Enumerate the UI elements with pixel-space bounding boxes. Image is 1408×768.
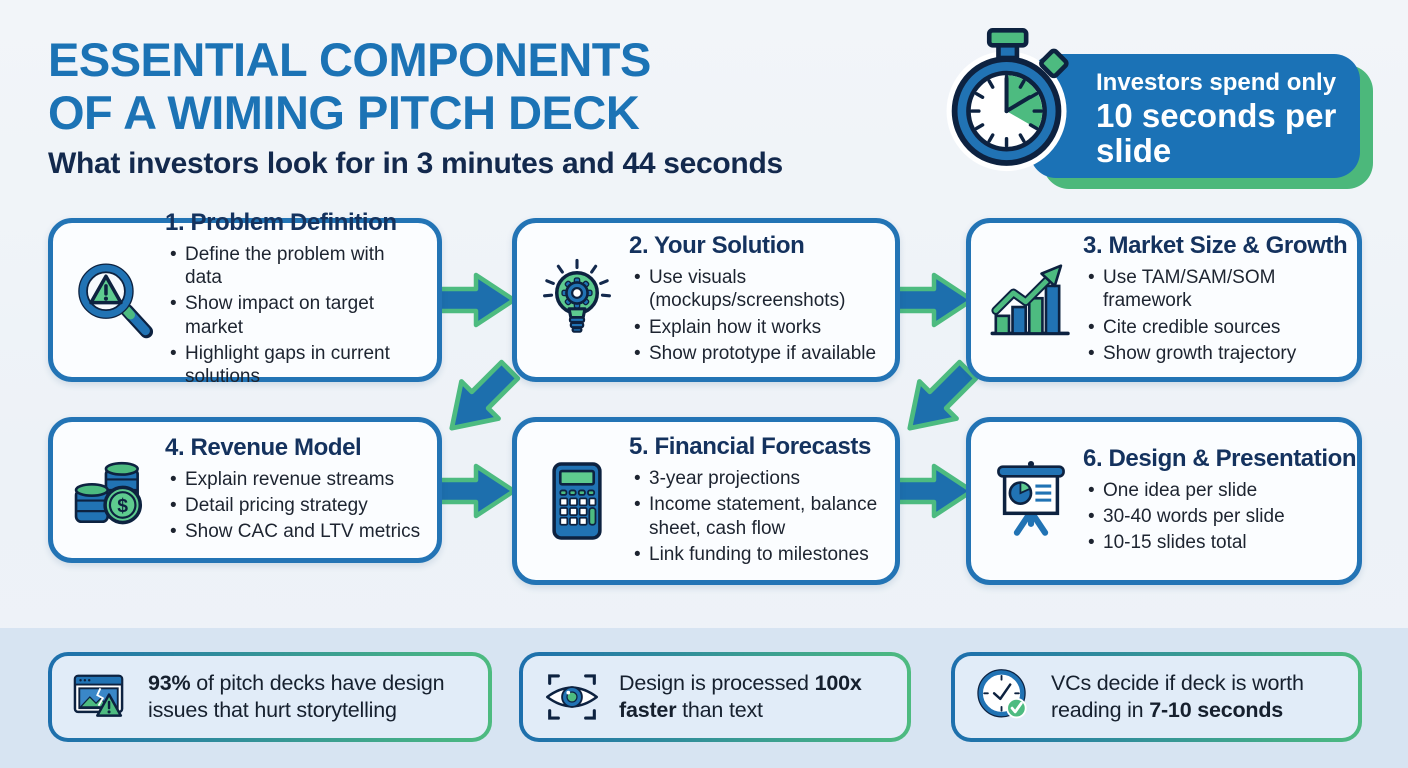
card-bullets: Explain revenue streams Detail pricing s… [165,468,423,544]
card-market-size-growth: 3. Market Size & Growth Use TAM/SAM/SOM … [966,218,1362,382]
badge-box: Investors spend only 10 seconds per slid… [1030,54,1360,178]
card-title: 4. Revenue Model [165,433,362,461]
card-bullet: 30-40 words per slide [1083,505,1356,528]
card-bullet: Show growth trajectory [1083,342,1347,365]
flow-arrow-right-3 [433,462,517,520]
flow-arrow-right-2 [891,271,975,329]
card-bullet: Link funding to milestones [629,543,881,566]
flow-arrow-right-1 [433,271,517,329]
calculator-icon [529,457,625,545]
card-bullet: Show impact on target market [165,292,423,338]
card-body: 1. Problem Definition Define the problem… [161,209,423,391]
card-bullet: Explain revenue streams [165,468,423,491]
presentation-board-icon [983,457,1079,545]
card-bullet: Use visuals (mockups/screenshots) [629,266,881,312]
card-body: 6. Design & Presentation One idea per sl… [1079,444,1357,558]
card-bullet: One idea per slide [1083,479,1356,502]
card-problem-definition: 1. Problem Definition Define the problem… [48,209,442,387]
card-bullet: Use TAM/SAM/SOM framework [1083,266,1347,312]
eye-scan-icon [545,674,599,720]
clock-check-icon [977,669,1027,719]
header: ESSENTIAL COMPONENTS OF A WIMING PITCH D… [48,33,783,181]
stat-highlight: 93% [148,670,191,695]
card-title: 6. Design & Presentation [1083,444,1357,472]
card-body: 3. Market Size & Growth Use TAM/SAM/SOM … [1079,232,1348,368]
broken-image-icon [73,674,124,717]
growth-chart-icon [983,256,1079,344]
card-bullet: Detail pricing strategy [165,494,423,517]
card-bullet: Show prototype if available [629,342,881,365]
card-bullet: Highlight gaps in current solutions [165,342,423,388]
card-bullets: Use visuals (mockups/screenshots) Explai… [629,266,881,365]
card-bullet: Show CAC and LTV metrics [165,520,423,543]
card-design-presentation: 6. Design & Presentation One idea per sl… [966,417,1362,585]
lightbulb-gear-icon [529,256,625,344]
card-bullet: 3-year projections [629,467,881,490]
stat-design-processing: Design is processed 100x faster than tex… [519,652,911,742]
card-financial-forecasts: 5. Financial Forecasts 3-year projection… [512,417,900,585]
card-bullet: Define the problem with data [165,243,423,289]
stat-highlight: 100x faster [619,670,862,722]
stat-text: VCs decide if deck is worth reading in 7… [1051,670,1304,722]
card-bullet: 10-15 slides total [1083,531,1356,554]
stopwatch-icon [946,28,1069,172]
coins-icon: $ [65,446,161,534]
badge-text-small: Investors spend only [1096,69,1337,96]
card-title: 3. Market Size & Growth [1083,232,1348,260]
card-bullets: Use TAM/SAM/SOM framework Cite credible … [1083,266,1347,365]
svg-text:$: $ [117,495,128,517]
flow-arrow-right-4 [891,462,975,520]
card-title: 2. Your Solution [629,232,805,260]
card-bullet: Cite credible sources [1083,316,1347,339]
card-bullets: 3-year projections Income statement, bal… [629,467,881,566]
page-subtitle: What investors look for in 3 minutes and… [48,147,783,181]
page-title: ESSENTIAL COMPONENTS OF A WIMING PITCH D… [48,33,783,139]
card-your-solution: 2. Your Solution Use visuals (mockups/sc… [512,218,900,382]
badge-text-big: 10 seconds per slide [1096,97,1337,169]
flow-arrow-diagonal-2 [879,341,998,460]
card-title: 5. Financial Forecasts [629,433,871,461]
card-revenue-model: $ 4. Revenue Model Explain revenue strea… [48,417,442,563]
card-bullet: Explain how it works [629,316,881,339]
card-bullets: One idea per slide 30-40 words per slide… [1083,479,1356,555]
card-body: 4. Revenue Model Explain revenue streams… [161,434,423,547]
card-bullets: Define the problem with data Show impact… [165,243,423,388]
card-body: 2. Your Solution Use visuals (mockups/sc… [625,232,881,368]
investor-time-badge: Investors spend only 10 seconds per slid… [935,28,1375,193]
card-title: 1. Problem Definition [165,208,397,236]
stat-text: Design is processed 100x faster than tex… [619,670,862,722]
card-bullet: Income statement, balance sheet, cash fl… [629,493,881,539]
stat-design-issues: 93% of pitch decks have design issues th… [48,652,492,742]
card-body: 5. Financial Forecasts 3-year projection… [625,433,881,569]
flow-arrow-diagonal-1 [421,341,540,460]
title-line-1: ESSENTIAL COMPONENTS [48,33,651,86]
stat-highlight: 7-10 seconds [1149,698,1284,722]
stat-text: 93% of pitch decks have design issues th… [148,670,445,722]
stat-vc-decision-time: VCs decide if deck is worth reading in 7… [951,652,1362,742]
magnifier-warning-icon [65,256,161,344]
title-line-2: OF A WIMING PITCH DECK [48,85,640,139]
